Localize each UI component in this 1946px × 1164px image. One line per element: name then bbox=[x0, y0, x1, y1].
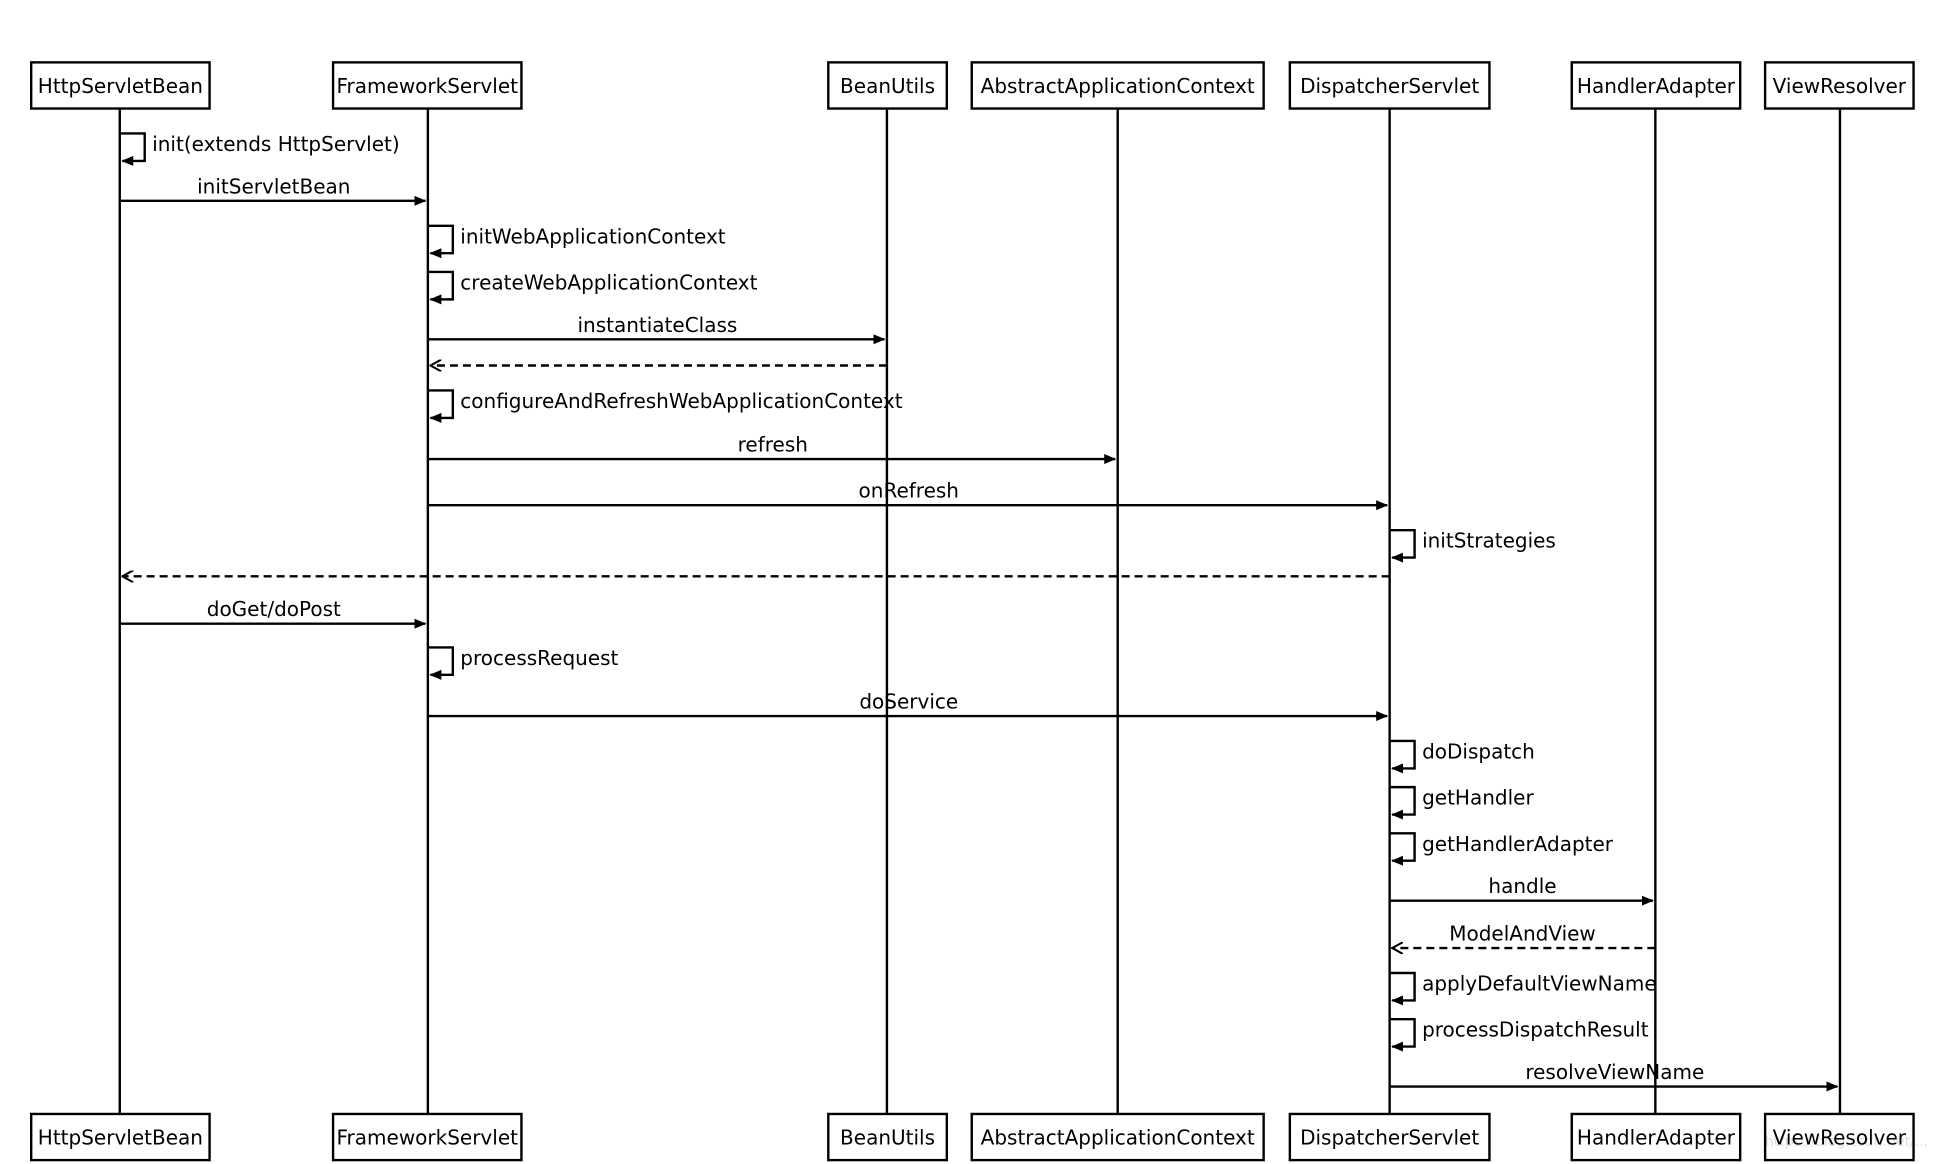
participant-box-top-aac: AbstractApplicationContext bbox=[970, 61, 1265, 110]
message-label: initServletBean bbox=[197, 174, 350, 198]
message-self: getHandler bbox=[1389, 785, 1534, 820]
participant-rect bbox=[331, 1112, 523, 1162]
participant-label: AbstractApplicationContext bbox=[981, 74, 1255, 98]
self-call-arrow bbox=[119, 132, 146, 166]
message-call: refresh bbox=[427, 433, 1117, 465]
self-call-arrow bbox=[427, 389, 455, 423]
participant-rect bbox=[1288, 1112, 1491, 1162]
participant-box-top-fs: FrameworkServlet bbox=[331, 61, 523, 110]
self-call-arrow bbox=[427, 224, 455, 259]
participant-rect bbox=[1763, 1112, 1915, 1162]
participant-rect bbox=[1763, 61, 1915, 110]
participant-rect bbox=[827, 61, 949, 110]
messages: init(extends HttpServlet) initServletBean… bbox=[119, 132, 1839, 1092]
message-label: initStrategies bbox=[1422, 529, 1556, 553]
message-self: doDispatch bbox=[1389, 739, 1535, 774]
participant-box-bottom-bu: BeanUtils bbox=[827, 1112, 949, 1162]
participant-box-bottom-hsb: HttpServletBean bbox=[29, 1112, 211, 1162]
participant-box-bottom-ha: HandlerAdapter bbox=[1570, 1112, 1742, 1162]
participant-box-top-vr: ViewResolver bbox=[1763, 61, 1915, 110]
message-label: doDispatch bbox=[1422, 739, 1535, 763]
message-call: instantiateClass bbox=[427, 313, 886, 345]
message-label: getHandlerAdapter bbox=[1422, 832, 1614, 856]
message-label: applyDefaultViewName bbox=[1422, 971, 1657, 995]
self-call-arrow bbox=[1389, 832, 1416, 866]
self-call-arrow bbox=[1389, 528, 1416, 563]
message-call: resolveViewName bbox=[1389, 1060, 1839, 1092]
participant-rect bbox=[1288, 61, 1491, 110]
participant-rect bbox=[29, 1112, 211, 1162]
message-label: resolveViewName bbox=[1525, 1060, 1704, 1084]
message-label: processRequest bbox=[460, 646, 618, 670]
participant-label: HandlerAdapter bbox=[1577, 74, 1736, 98]
message-self: createWebApplicationContext bbox=[427, 270, 758, 305]
participant-label: HandlerAdapter bbox=[1577, 1126, 1736, 1150]
message-self: getHandlerAdapter bbox=[1389, 832, 1614, 866]
message-label: initWebApplicationContext bbox=[460, 224, 725, 248]
message-label: onRefresh bbox=[859, 479, 959, 503]
message-label: refresh bbox=[738, 433, 808, 457]
message-call: doGet/doPost bbox=[119, 597, 427, 629]
self-call-arrow bbox=[1389, 785, 1416, 820]
participant-box-top-hsb: HttpServletBean bbox=[29, 61, 211, 110]
message-label: configureAndRefreshWebApplicationContext bbox=[460, 389, 902, 413]
self-call-arrow bbox=[1389, 971, 1416, 1006]
participant-footers: HttpServletBean FrameworkServlet BeanUtils… bbox=[29, 1112, 1915, 1162]
message-call: onRefresh bbox=[427, 479, 1389, 511]
message-self: init(extends HttpServlet) bbox=[119, 132, 400, 166]
message-label: processDispatchResult bbox=[1422, 1018, 1649, 1042]
message-self: processDispatchResult bbox=[1389, 1017, 1649, 1052]
participant-box-bottom-fs: FrameworkServlet bbox=[331, 1112, 523, 1162]
participant-rect bbox=[970, 1112, 1265, 1162]
message-self: processRequest bbox=[427, 646, 619, 680]
participant-label: AbstractApplicationContext bbox=[981, 1126, 1255, 1150]
message-call: doService bbox=[427, 690, 1389, 722]
participant-box-bottom-ds: DispatcherServlet bbox=[1288, 1112, 1491, 1162]
message-return: ModelAndView bbox=[1392, 922, 1656, 948]
watermark: https://blog.csdn.net/... bbox=[1764, 1134, 1928, 1150]
message-label: init(extends HttpServlet) bbox=[152, 132, 400, 156]
self-call-arrow bbox=[427, 646, 455, 680]
participant-headers: HttpServletBean FrameworkServlet BeanUtils… bbox=[29, 61, 1915, 110]
participant-label: DispatcherServlet bbox=[1300, 1126, 1479, 1150]
self-call-arrow bbox=[1389, 739, 1416, 774]
participant-label: ViewResolver bbox=[1773, 74, 1907, 98]
message-call: handle bbox=[1389, 874, 1654, 906]
participant-rect bbox=[1570, 61, 1742, 110]
participant-box-bottom-vr: ViewResolver bbox=[1763, 1112, 1915, 1162]
participant-label: ViewResolver bbox=[1773, 1126, 1907, 1150]
participant-box-top-ds: DispatcherServlet bbox=[1288, 61, 1491, 110]
participant-rect bbox=[331, 61, 523, 110]
message-label: getHandler bbox=[1422, 786, 1534, 810]
participant-rect bbox=[29, 61, 211, 110]
message-self: configureAndRefreshWebApplicationContext bbox=[427, 389, 903, 423]
participant-label: FrameworkServlet bbox=[337, 1126, 519, 1150]
participant-rect bbox=[970, 61, 1265, 110]
participant-label: DispatcherServlet bbox=[1300, 74, 1479, 98]
lifelines bbox=[118, 108, 1842, 1114]
message-label: doGet/doPost bbox=[207, 597, 341, 621]
participant-rect bbox=[827, 1112, 949, 1162]
message-label: handle bbox=[1488, 874, 1556, 898]
message-label: createWebApplicationContext bbox=[460, 270, 757, 294]
message-self: initStrategies bbox=[1389, 528, 1556, 563]
participant-label: FrameworkServlet bbox=[337, 74, 519, 98]
message-label: instantiateClass bbox=[577, 313, 737, 337]
message-label: ModelAndView bbox=[1449, 922, 1596, 946]
self-call-arrow bbox=[1389, 1017, 1416, 1052]
participant-box-bottom-aac: AbstractApplicationContext bbox=[970, 1112, 1265, 1162]
participant-label: BeanUtils bbox=[840, 74, 935, 98]
participant-label: BeanUtils bbox=[840, 1126, 935, 1150]
participant-label: HttpServletBean bbox=[38, 1126, 203, 1150]
participant-box-top-bu: BeanUtils bbox=[827, 61, 949, 110]
message-label: doService bbox=[859, 690, 958, 714]
message-self: initWebApplicationContext bbox=[427, 224, 726, 259]
message-call: initServletBean bbox=[119, 174, 427, 206]
self-call-arrow bbox=[427, 270, 455, 305]
participant-label: HttpServletBean bbox=[38, 74, 203, 98]
participant-rect bbox=[1570, 1112, 1742, 1162]
message-self: applyDefaultViewName bbox=[1389, 971, 1657, 1006]
participant-box-top-ha: HandlerAdapter bbox=[1570, 61, 1742, 110]
